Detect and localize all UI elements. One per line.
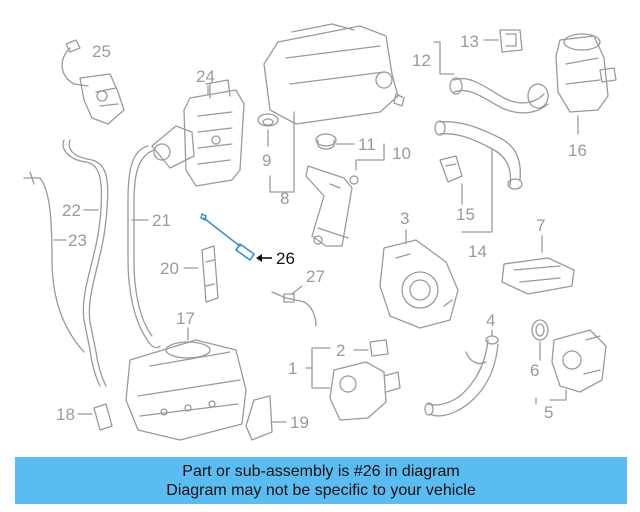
part-22-23-hoses[interactable] bbox=[23, 139, 109, 387]
callout-5: 5 bbox=[544, 403, 553, 422]
callout-3: 3 bbox=[400, 209, 409, 228]
part-21-hose[interactable] bbox=[127, 145, 161, 349]
callout-9: 9 bbox=[262, 151, 271, 170]
part-18-clip[interactable] bbox=[93, 403, 113, 431]
callout-16: 16 bbox=[568, 141, 587, 160]
part-6-seal[interactable] bbox=[531, 319, 549, 341]
parts-diagram: 25 24 22 23 21 8 9 bbox=[23, 23, 617, 441]
callout-4: 4 bbox=[486, 311, 495, 330]
callout-15: 15 bbox=[456, 205, 475, 224]
callout-6: 6 bbox=[530, 361, 539, 380]
callout-18: 18 bbox=[56, 405, 75, 424]
info-banner: Part or sub-assembly is #26 in diagram D… bbox=[15, 457, 627, 504]
callout-1: 1 bbox=[288, 359, 297, 378]
callout-12: 12 bbox=[412, 51, 431, 70]
callout-20: 20 bbox=[160, 259, 179, 278]
part-13-clamp[interactable] bbox=[499, 29, 523, 53]
part-12-hose[interactable] bbox=[449, 77, 549, 114]
part-25-valve[interactable] bbox=[61, 39, 125, 125]
part-27-sensor[interactable] bbox=[271, 291, 317, 327]
callout-8: 8 bbox=[280, 189, 289, 208]
callout-23: 23 bbox=[68, 231, 87, 250]
callout-24: 24 bbox=[196, 67, 215, 86]
callout-13: 13 bbox=[460, 32, 479, 51]
part-8-reservoir[interactable] bbox=[263, 23, 405, 125]
callout-10: 10 bbox=[392, 144, 411, 163]
part-20-bracket[interactable] bbox=[201, 245, 219, 303]
callout-25: 25 bbox=[92, 42, 111, 61]
callout-21: 21 bbox=[152, 211, 171, 230]
part-16-inlet[interactable] bbox=[555, 33, 617, 113]
banner-line-2: Diagram may not be specific to your vehi… bbox=[166, 481, 476, 499]
callout-7: 7 bbox=[536, 216, 545, 235]
callout-26: 26 bbox=[276, 249, 295, 268]
banner-line-1: Part or sub-assembly is #26 in diagram bbox=[182, 462, 460, 480]
part-17-canister[interactable] bbox=[125, 339, 247, 441]
part-1-pump[interactable] bbox=[329, 361, 401, 421]
part-10-bracket[interactable] bbox=[305, 165, 359, 247]
callout-26-arrowhead bbox=[256, 254, 262, 262]
callout-19: 19 bbox=[290, 413, 309, 432]
part-7-bracket[interactable] bbox=[501, 257, 575, 295]
part-14-hose[interactable] bbox=[434, 120, 523, 190]
part-2-fitting[interactable] bbox=[369, 339, 389, 357]
callout-17: 17 bbox=[176, 309, 195, 328]
callout-2: 2 bbox=[336, 341, 345, 360]
part-19-bracket[interactable] bbox=[245, 395, 273, 441]
part-4-hose[interactable] bbox=[424, 335, 499, 417]
part-15-clip[interactable] bbox=[439, 155, 463, 183]
callout-11: 11 bbox=[358, 135, 376, 154]
callout-14: 14 bbox=[468, 242, 487, 261]
part-5-pump[interactable] bbox=[551, 329, 607, 393]
part-9-grommet[interactable] bbox=[257, 113, 279, 127]
part-3-shield[interactable] bbox=[379, 239, 459, 329]
part-11-cap[interactable] bbox=[315, 133, 337, 150]
part-26-sensor[interactable] bbox=[200, 212, 255, 261]
part-24-housing[interactable] bbox=[151, 79, 245, 187]
callout-27: 27 bbox=[306, 267, 325, 286]
callout-22: 22 bbox=[62, 201, 81, 220]
